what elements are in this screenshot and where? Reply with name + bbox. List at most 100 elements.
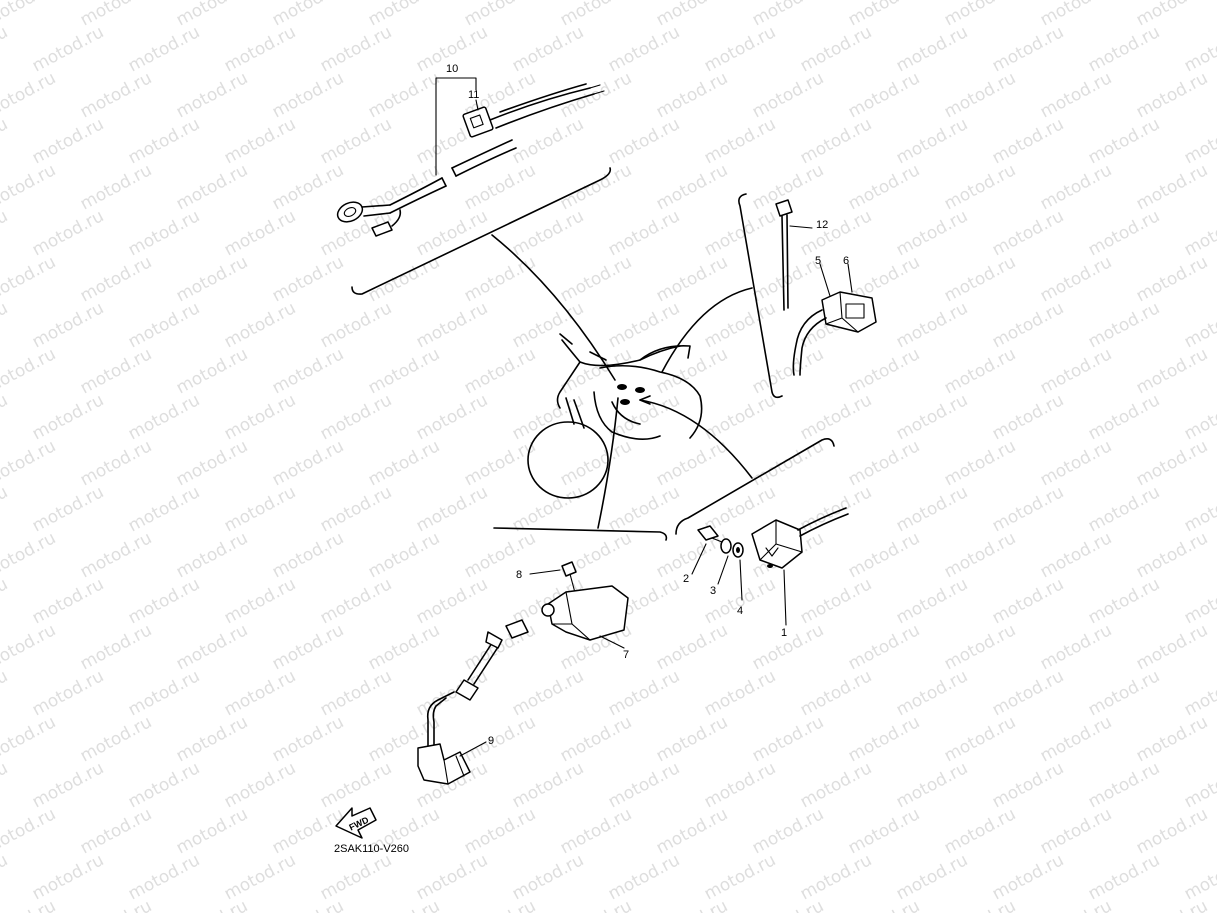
watermark-text: motod.ru [269, 160, 347, 214]
watermark-text: motod.ru [701, 850, 779, 904]
watermark-text: motod.ru [77, 712, 155, 766]
callout-9: 9 [488, 735, 494, 747]
watermark-text: motod.ru [797, 390, 875, 444]
watermark-text: motod.ru [29, 206, 107, 260]
watermark-text: motod.ru [0, 22, 11, 76]
watermark-text: motod.ru [557, 712, 635, 766]
watermark-text: motod.ru [317, 666, 395, 720]
coil-lead-sleeve [505, 619, 529, 639]
watermark-text: motod.ru [173, 160, 251, 214]
front-fork [565, 397, 585, 429]
watermark-text: motod.ru [461, 344, 539, 398]
watermark-text: motod.ru [125, 482, 203, 536]
plug-lead [426, 691, 455, 749]
part-code: 2SAK110-V260 [334, 843, 409, 855]
watermark-text: motod.ru [77, 252, 155, 306]
watermark-text: motod.ru [461, 620, 539, 674]
watermark-text: motod.ru [29, 298, 107, 352]
watermark-text: motod.ru [653, 620, 731, 674]
watermark-text: motod.ru [1181, 390, 1217, 444]
watermark-text: motod.ru [653, 436, 731, 490]
watermark-text: motod.ru [317, 482, 395, 536]
watermark-text: motod.ru [461, 0, 539, 30]
watermark-text: motod.ru [317, 574, 395, 628]
watermark-text: motod.ru [1133, 344, 1211, 398]
watermark-text: motod.ru [221, 482, 299, 536]
watermark-text: motod.ru [797, 850, 875, 904]
callout-4: 4 [737, 605, 743, 617]
watermark-text: motod.ru [893, 298, 971, 352]
watermark-text: motod.ru [1037, 344, 1115, 398]
watermark-text: motod.ru [0, 252, 59, 306]
watermark-text: motod.ru [29, 666, 107, 720]
watermark-text: motod.ru [701, 22, 779, 76]
watermark-text: motod.ru [1085, 482, 1163, 536]
watermark-text: motod.ru [221, 206, 299, 260]
watermark-text: motod.ru [0, 344, 59, 398]
callout-12: 12 [816, 219, 828, 231]
mount-point-b [635, 387, 645, 393]
watermark-text: motod.ru [77, 68, 155, 122]
watermark-text: motod.ru [989, 298, 1067, 352]
watermark-text: motod.ru [0, 114, 11, 168]
watermark-text: motod.ru [509, 206, 587, 260]
watermark-text: motod.ru [701, 206, 779, 260]
watermark-text: motod.ru [173, 528, 251, 582]
watermark-text: motod.ru [797, 666, 875, 720]
watermark-text: motod.ru [509, 850, 587, 904]
callout-1: 1 [781, 627, 787, 639]
watermark-text: motod.ru [605, 850, 683, 904]
watermark-text: motod.ru [173, 712, 251, 766]
watermark-text: motod.ru [1133, 160, 1211, 214]
harness-wire-upper [489, 87, 591, 121]
watermark-text: motod.ru [941, 804, 1019, 858]
watermark-text: motod.ru [749, 712, 827, 766]
watermark-text: motod.ru [77, 620, 155, 674]
watermark-text: motod.ru [173, 68, 251, 122]
watermark-text: motod.ru [749, 0, 827, 30]
watermark-text: motod.ru [317, 850, 395, 904]
watermark-text: motod.ru [749, 620, 827, 674]
watermark-text: motod.ru [221, 298, 299, 352]
relay-detail [661, 193, 877, 399]
watermark-text: motod.ru [653, 896, 731, 913]
watermark-text: motod.ru [365, 68, 443, 122]
watermark-text: motod.ru [125, 298, 203, 352]
coupler-11 [462, 106, 494, 138]
watermark-text: motod.ru [0, 528, 59, 582]
bolt-2 [697, 525, 719, 541]
watermark-text: motod.ru [1133, 620, 1211, 674]
detail-frame-top-left [351, 167, 612, 295]
watermark-text: motod.ru [77, 436, 155, 490]
watermark-text: motod.ru [365, 528, 443, 582]
watermark-text: motod.ru [1037, 528, 1115, 582]
watermark-text: motod.ru [461, 896, 539, 913]
watermark-text: motod.ru [1181, 114, 1217, 168]
watermark-text: motod.ru [413, 206, 491, 260]
watermark-text: motod.ru [989, 574, 1067, 628]
watermark-text: motod.ru [461, 804, 539, 858]
relay-wire [792, 309, 823, 376]
screw-8 [561, 561, 577, 577]
callout-numbers: 1 2 3 4 5 6 7 8 9 10 11 12 [446, 63, 849, 747]
watermark-text: motod.ru [269, 712, 347, 766]
watermark-text: motod.ru [173, 896, 251, 913]
watermark-text: motod.ru [1181, 298, 1217, 352]
watermark-text: motod.ru [509, 114, 587, 168]
watermark-text: motod.ru [701, 574, 779, 628]
watermark-text: motod.ru [557, 896, 635, 913]
watermark-text: motod.ru [509, 666, 587, 720]
watermark-text: motod.ru [509, 22, 587, 76]
harness-wire-lower [389, 177, 443, 206]
watermark-text: motod.ru [893, 22, 971, 76]
watermark-text: motod.ru [1133, 0, 1211, 30]
watermark-text: motod.ru [1037, 160, 1115, 214]
watermark-text: motod.ru [125, 206, 203, 260]
spark-plug-cap [417, 743, 471, 785]
watermark-text: motod.ru [989, 390, 1067, 444]
watermark-text: motod.ru [797, 574, 875, 628]
watermark-text: motod.ru [0, 712, 59, 766]
watermark-text: motod.ru [1037, 252, 1115, 306]
harness-wire-lower-2 [389, 185, 447, 214]
callout-3: 3 [710, 585, 716, 597]
